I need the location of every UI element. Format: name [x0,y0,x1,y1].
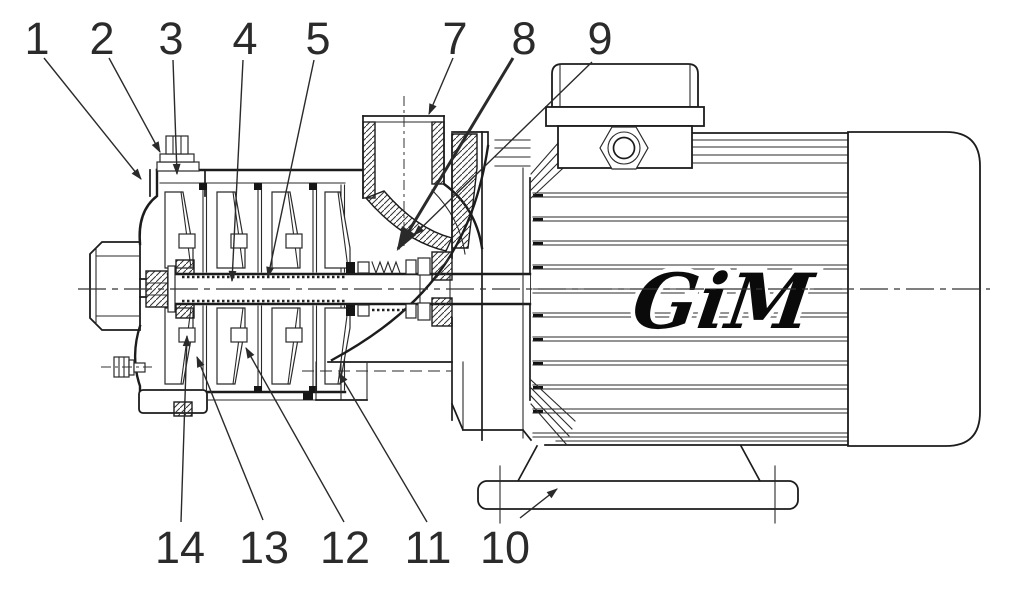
centerlines [78,96,990,368]
callout-12: 12 [245,347,370,573]
callout-5: 5 [266,13,331,279]
motor-foot [477,444,799,524]
terminal-box-flange [545,106,705,127]
logo-gim: GiM [627,257,820,347]
callout-4: 4 [228,13,258,283]
seal-spring [371,260,401,275]
callout-7: 7 [428,13,468,116]
casing-foot-section [173,401,193,417]
callout-8: 8 [396,13,537,252]
callout-14: 14 [155,334,205,573]
callout-label-2: 2 [89,13,114,64]
callout-13: 13 [196,355,289,573]
callout-1: 1 [24,13,142,180]
base-plate [477,480,799,510]
callout-3: 3 [158,13,184,176]
callout-label-9: 9 [587,13,612,64]
callout-10: 10 [480,488,558,573]
callout-label-13: 13 [239,522,289,573]
cable-gland-icon [599,126,649,170]
fin-chamfers-bottom [530,379,576,445]
callout-label-10: 10 [480,522,530,573]
callout-label-11: 11 [405,522,452,573]
mechanical-seal [346,251,453,327]
callout-2: 2 [89,13,161,153]
terminal-box [545,63,705,170]
callout-label-5: 5 [305,13,330,64]
callout-label-4: 4 [232,13,257,64]
callouts: 1 2 3 4 5 7 8 9 [24,13,612,573]
callout-label-8: 8 [511,13,536,64]
callout-label-14: 14 [155,522,205,573]
suction-port [89,241,141,331]
callout-label-1: 1 [24,13,49,64]
callout-label-3: 3 [158,13,183,64]
terminal-box-lid [551,63,699,108]
callout-label-12: 12 [320,522,370,573]
callout-label-7: 7 [442,13,467,64]
sleeve-block-bottom [175,303,195,319]
impellers-top [164,183,351,269]
callout-9: 9 [413,13,613,236]
lantern-bracket [302,131,533,442]
callout-11: 11 [338,372,452,573]
sleeve-block-top [175,259,195,275]
